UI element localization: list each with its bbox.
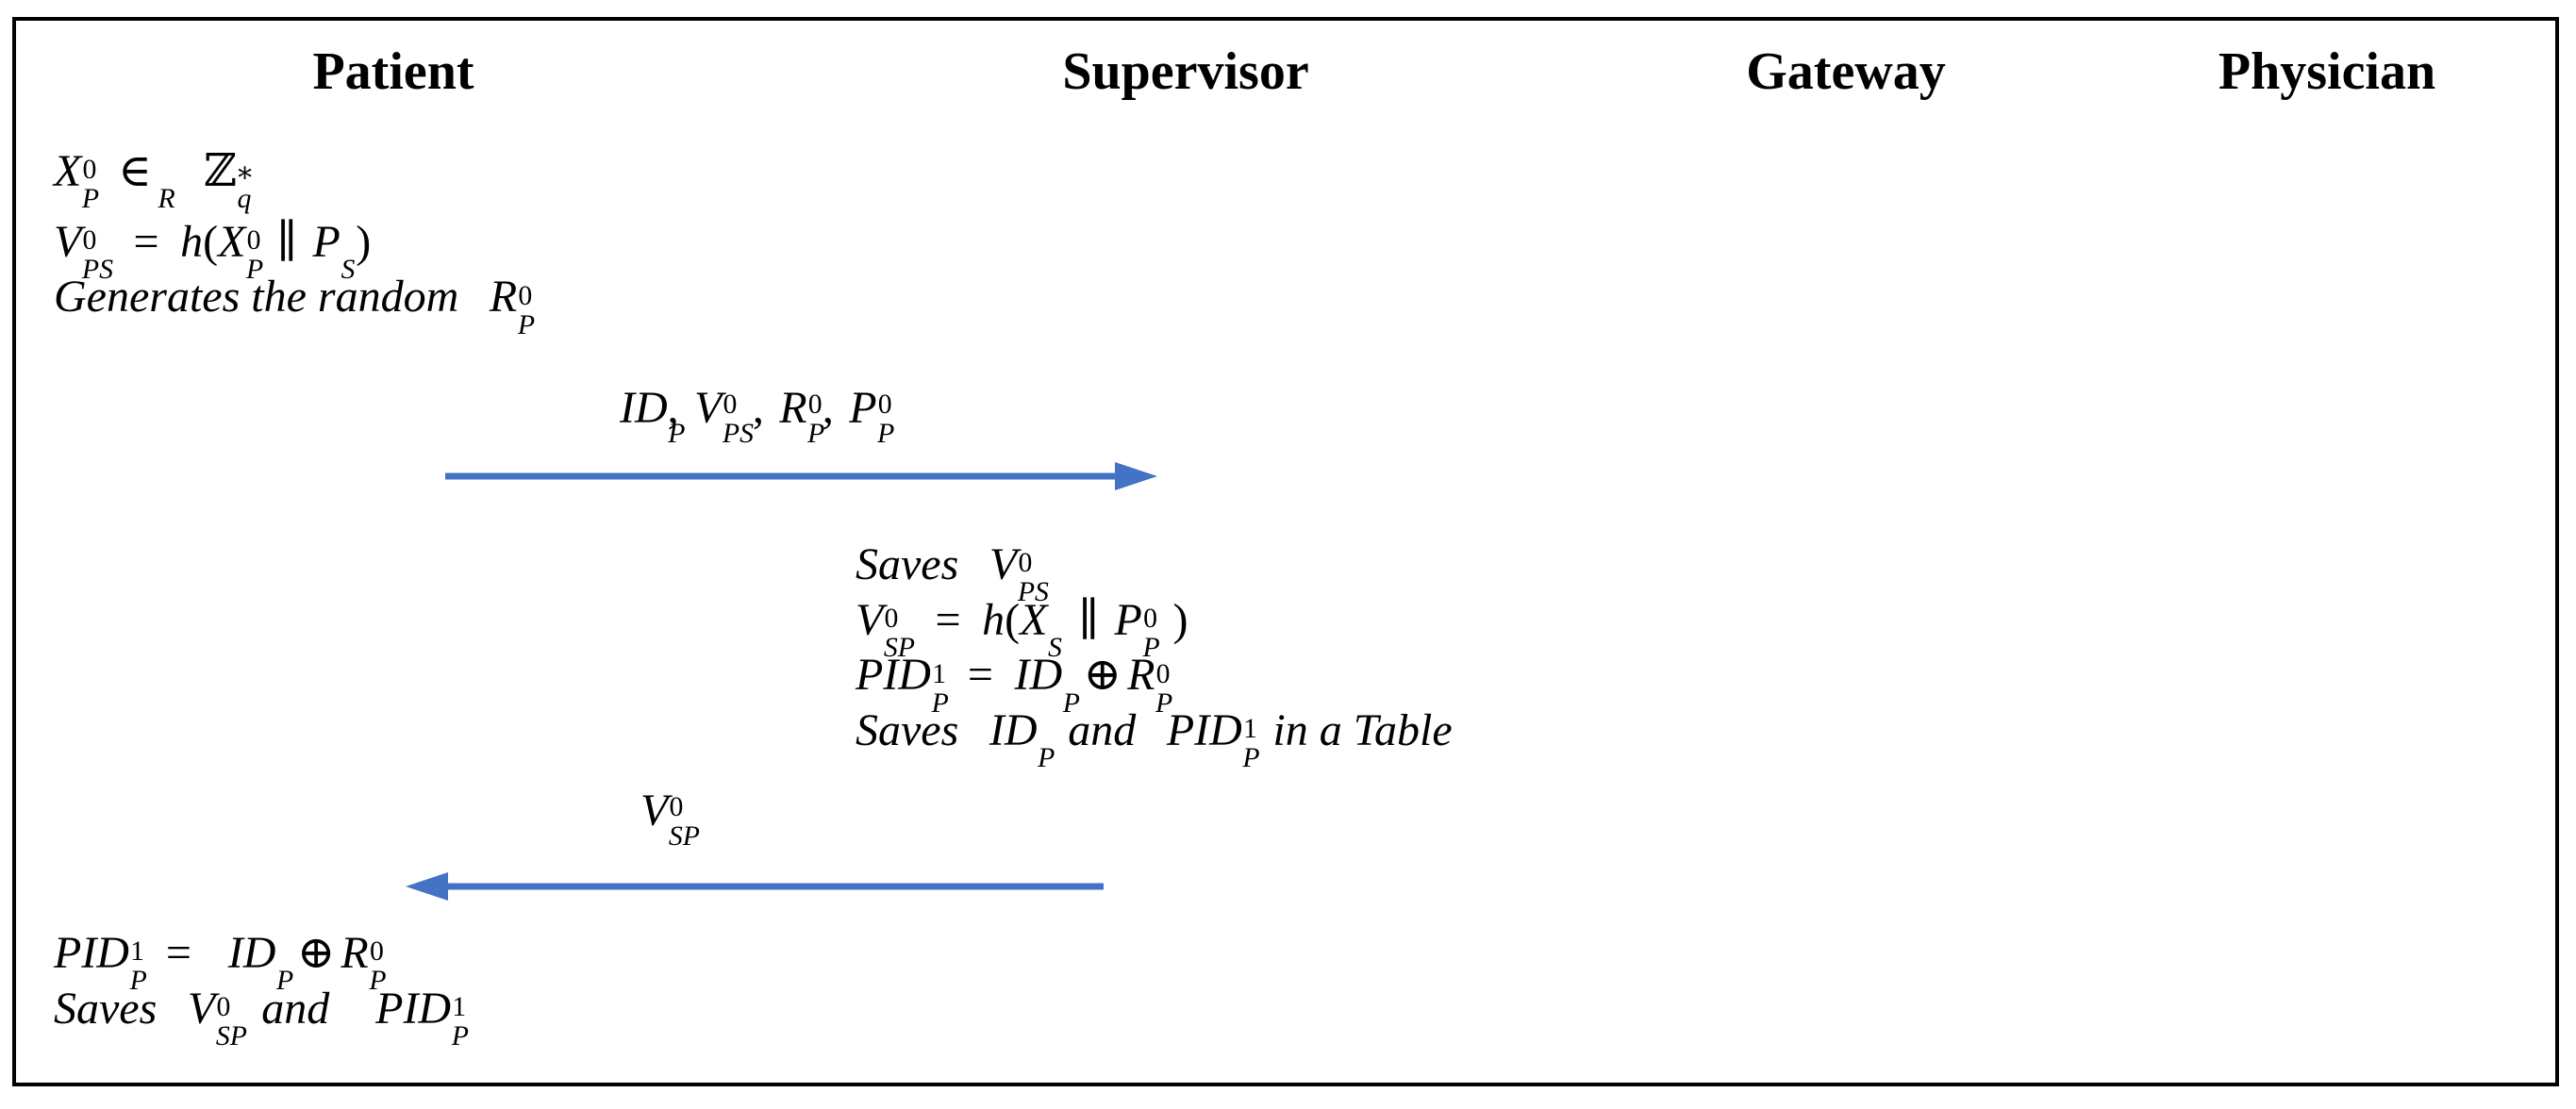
column-header-gateway: Gateway: [1746, 42, 1946, 101]
message-arrow-2-supervisor-to-patient: [406, 872, 1104, 901]
message-arrow-1-patient-to-supervisor: [445, 462, 1157, 490]
column-header-physician: Physician: [2218, 42, 2436, 101]
column-header-patient: Patient: [312, 42, 474, 101]
column-header-supervisor: Supervisor: [1062, 42, 1309, 101]
